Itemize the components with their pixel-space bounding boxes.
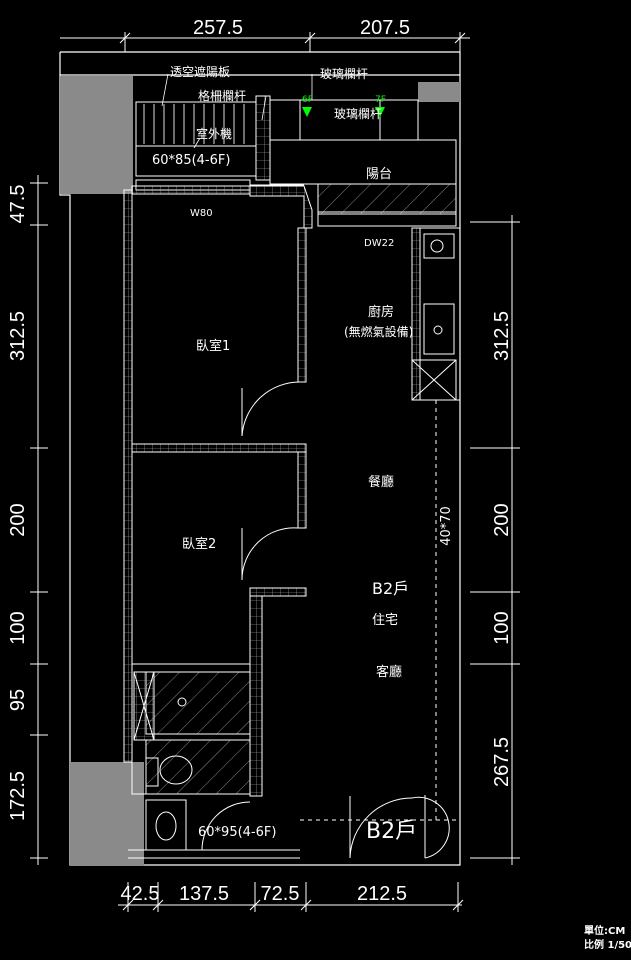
dim-right-3: 100 <box>491 611 513 644</box>
label-7f: 7F <box>375 95 386 105</box>
label-dining: 餐廳 <box>368 474 394 490</box>
dim-bottom-1: 42.5 <box>121 883 160 905</box>
windows <box>128 849 300 859</box>
dim-top-1: 257.5 <box>193 17 243 39</box>
label-window-top: 60*85(4-6F) <box>152 153 230 168</box>
label-grille-rail: 格柵欄杆 <box>198 88 246 103</box>
dim-bottom-4: 212.5 <box>357 883 407 905</box>
legend-scale: 比例 1/50 <box>584 938 631 951</box>
label-depth: 40*70 <box>439 506 454 546</box>
dim-left-1: 47.5 <box>7 185 29 224</box>
label-kitchen: 廚房 <box>368 304 394 320</box>
interior-walls <box>123 185 421 797</box>
dim-top-2: 207.5 <box>360 17 410 39</box>
annotation-leaders <box>161 73 313 149</box>
dashed-outline <box>300 400 456 821</box>
level-markers <box>302 107 385 117</box>
label-6f: 6F <box>302 95 313 105</box>
legend: 單位:CM 比例 1/50 <box>584 924 631 951</box>
label-unit-code: B2戶 <box>372 579 409 598</box>
label-residence: 住宅 <box>372 613 398 628</box>
dim-left-6: 172.5 <box>7 771 29 821</box>
label-transparent-panel: 透空遮陽板 <box>170 64 230 79</box>
label-living: 客廳 <box>376 664 402 680</box>
bathroom <box>131 663 251 851</box>
room-labels: 透空遮陽板 格柵欄杆 玻璃欄杆 玻璃欄杆 6F 7F 室外機 60*85(4-6… <box>152 64 454 844</box>
marker-6f-icon <box>302 107 312 117</box>
legend-unit: 單位:CM <box>584 924 625 937</box>
label-balcony: 陽台 <box>366 167 392 182</box>
kitchen-fixtures <box>411 227 461 401</box>
label-kitchen-note: (無燃氣設備) <box>344 324 413 339</box>
label-glass-rail-2: 玻璃欄杆 <box>334 106 382 121</box>
label-dw22: DW22 <box>364 238 394 249</box>
dim-bottom-2: 137.5 <box>179 883 229 905</box>
label-unit-badge: B2戶 <box>366 819 417 844</box>
dim-left-3: 200 <box>7 503 29 536</box>
dim-left-2: 312.5 <box>7 311 29 361</box>
dim-left-4: 100 <box>7 611 29 644</box>
label-bedroom-1: 臥室1 <box>196 338 230 354</box>
label-glass-rail-1: 玻璃欄杆 <box>320 66 368 81</box>
dim-right-4: 267.5 <box>491 737 513 787</box>
label-w80: W80 <box>190 208 213 219</box>
dimension-lines <box>30 32 520 912</box>
marker-7f-icon <box>375 107 385 117</box>
doors <box>201 381 450 859</box>
label-window-bottom: 60*95(4-6F) <box>198 825 276 840</box>
columns <box>60 76 460 866</box>
label-outdoor-unit: 室外機 <box>196 126 232 141</box>
dim-left-5: 95 <box>7 689 29 711</box>
label-bedroom-2: 臥室2 <box>182 536 216 552</box>
dim-right-2: 200 <box>491 503 513 536</box>
dim-bottom-3: 72.5 <box>261 883 300 905</box>
balcony-area <box>135 95 457 227</box>
dimension-text: 257.5 207.5 47.5 312.5 200 100 95 172.5 … <box>7 17 513 905</box>
dim-right-1: 312.5 <box>491 311 513 361</box>
